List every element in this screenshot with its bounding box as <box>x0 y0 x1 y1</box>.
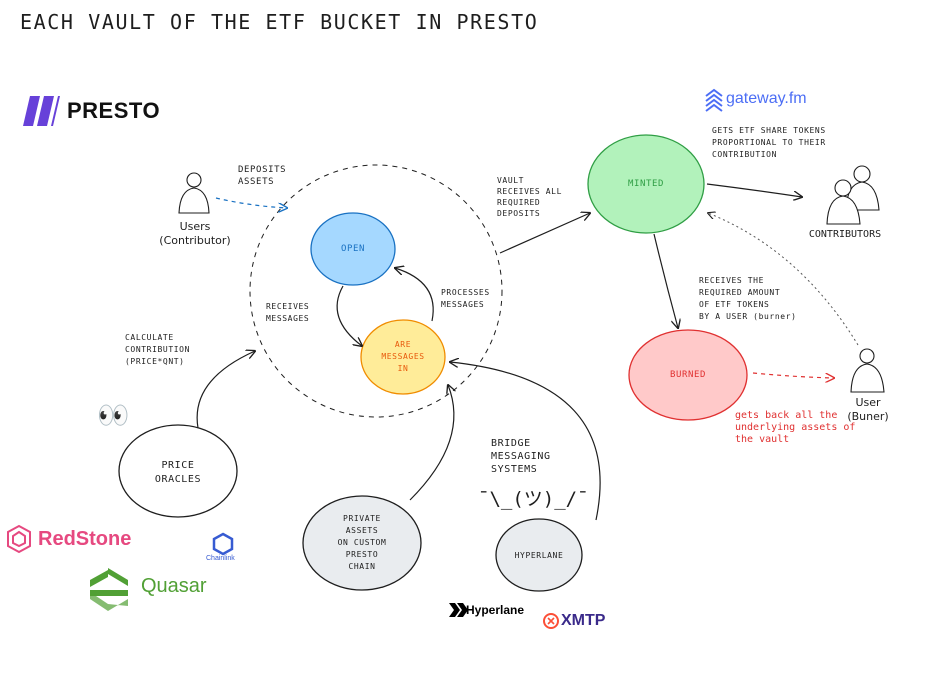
gets-etf-share-note: GETS ETF SHARE TOKENS PROPORTIONAL TO TH… <box>712 126 826 159</box>
vault-boundary <box>249 164 503 418</box>
contributors-label: CONTRIBUTORS <box>808 229 882 240</box>
burned-node[interactable] <box>628 329 748 421</box>
user-burner-label: User (Buner) <box>847 396 889 423</box>
open-label: OPEN <box>340 244 366 254</box>
redstone-logo-icon <box>7 524 31 554</box>
arrow-open-to-messages <box>336 285 362 346</box>
hyperlane-node[interactable] <box>495 518 583 592</box>
vault-receives-note: VAULT RECEIVES ALL REQUIRED DEPOSITS <box>497 176 562 218</box>
hyperlane-logo-text: Hyperlane <box>466 603 525 617</box>
gets-back-note: gets back all the underlying assets of t… <box>735 410 856 445</box>
presto-logo-icon <box>23 96 60 126</box>
eyes-icon: 👀 <box>97 401 130 431</box>
arrow-vault-to-minted <box>499 213 590 254</box>
arrow-minted-to-burned <box>653 233 678 328</box>
hyperlane-node-label: HYPERLANE <box>514 551 564 560</box>
private-assets-label: PRIVATE ASSETS ON CUSTOM PRESTO CHAIN <box>337 514 387 571</box>
quasar-logo-text: Quasar <box>141 575 207 597</box>
hyperlane-logo-icon <box>449 603 468 617</box>
arrow-burned-to-user <box>752 372 834 378</box>
minted-label: MINTED <box>627 179 665 189</box>
users-person-icon <box>178 172 210 214</box>
gateway-logo-text: gateway.fm <box>726 90 807 107</box>
minted-node[interactable] <box>587 134 705 234</box>
calculate-contribution-note: CALCULATE CONTRIBUTION (PRICE*QNT) <box>125 333 190 366</box>
arrow-private-to-messages <box>409 385 454 501</box>
price-oracles-label: PRICE ORACLES <box>154 460 202 485</box>
arrow-user-to-minted <box>708 213 859 346</box>
user-burner-person-icon <box>850 348 885 393</box>
receives-required-note: RECEIVES THE REQUIRED AMOUNT OF ETF TOKE… <box>699 276 797 321</box>
gateway-logo-icon <box>705 88 723 112</box>
arrow-minted-to-contributors <box>706 183 802 197</box>
redstone-logo-text: RedStone <box>38 528 132 550</box>
processes-messages-note: PROCESSES MESSAGES <box>441 288 490 309</box>
receives-messages-note: RECEIVES MESSAGES <box>266 302 310 323</box>
presto-logo-text: PRESTO <box>67 98 161 123</box>
users-label: Users (Contributor) <box>159 220 231 247</box>
quasar-logo-icon <box>90 568 128 611</box>
messages-in-node[interactable] <box>360 319 446 395</box>
chainlink-logo-icon <box>212 532 234 556</box>
xmtp-logo-icon <box>543 613 559 629</box>
arrow-messages-to-open <box>395 268 434 322</box>
xmtp-logo-text: XMTP <box>561 612 606 629</box>
bridge-messaging-note: BRIDGE MESSAGING SYSTEMS <box>491 438 551 475</box>
arrow-oracles-to-vault <box>196 351 255 429</box>
diagram-title: Each vault of the ETF Bucket in Presto <box>20 10 539 34</box>
price-oracles-node[interactable] <box>118 424 238 518</box>
contributors-group-icon <box>826 165 880 225</box>
arrow-users-to-vault <box>215 197 287 208</box>
messages-in-label: ARE MESSAGES IN <box>381 340 425 373</box>
deposits-assets-note: DEPOSITS ASSETS <box>238 165 287 187</box>
burned-label: BURNED <box>669 370 707 380</box>
shrug-text: ¯\_(ツ)_/¯ <box>478 488 589 510</box>
open-node[interactable] <box>310 212 396 286</box>
private-assets-node[interactable] <box>302 495 422 591</box>
chainlink-logo-text: Chainlink <box>206 555 235 562</box>
arrow-hyperlane-to-messages <box>450 362 601 521</box>
